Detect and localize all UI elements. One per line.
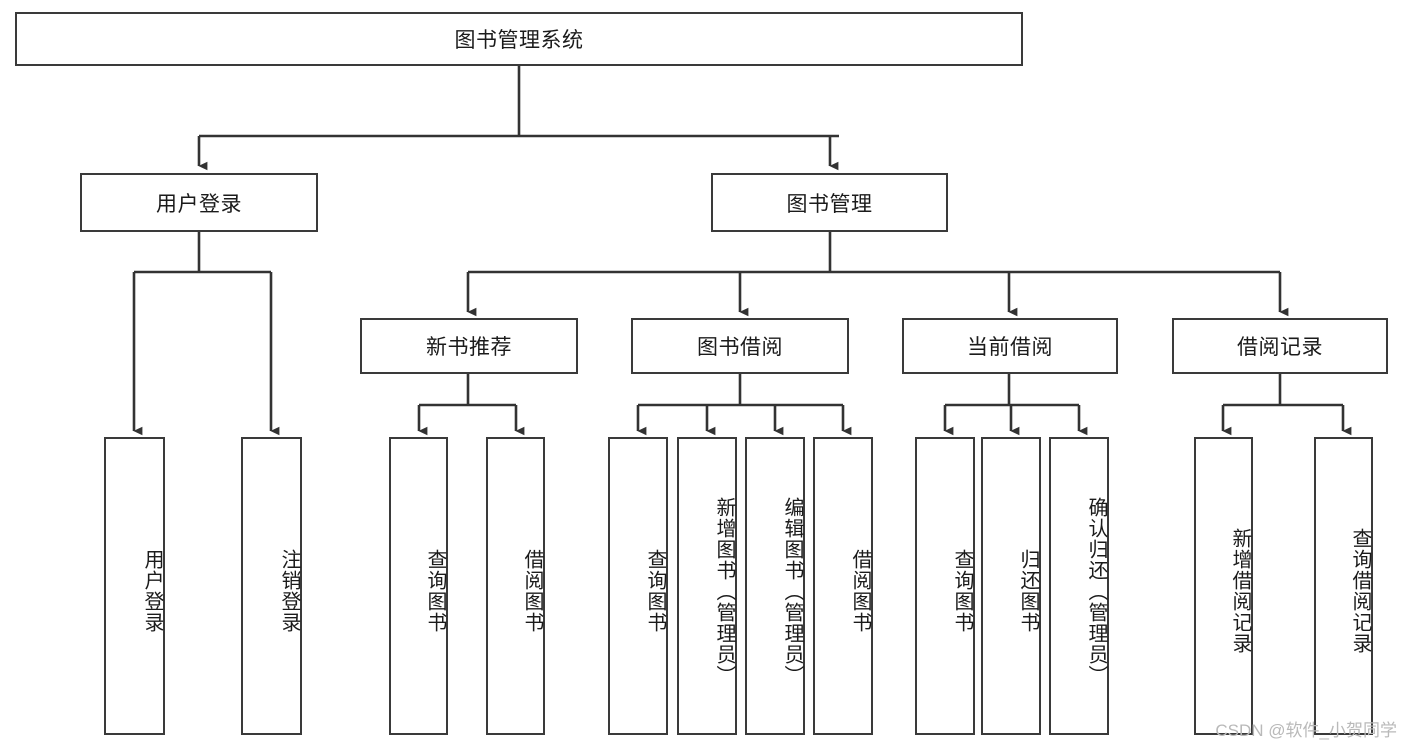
- node-query-book-1[interactable]: 查询图书: [389, 437, 448, 735]
- node-query-book-3[interactable]: 查询图书: [915, 437, 975, 735]
- node-add-book[interactable]: 新增图书（管理员）: [677, 437, 737, 735]
- node-edit-book[interactable]: 编辑图书（管理员）: [745, 437, 805, 735]
- node-edit-book-label: 编辑图书（管理员）: [781, 496, 803, 686]
- node-book-manage[interactable]: 图书管理: [711, 173, 948, 232]
- node-user-login-label: 用户登录: [156, 192, 242, 216]
- node-add-borrow-record-label: 新增借阅记录: [1229, 528, 1251, 654]
- node-query-book-2[interactable]: 查询图书: [608, 437, 668, 735]
- node-query-book-3-label: 查询图书: [951, 549, 973, 633]
- node-new-book-recommend-label: 新书推荐: [426, 336, 512, 359]
- node-borrow-book-2-label: 借阅图书: [849, 549, 871, 633]
- node-query-borrow-record[interactable]: 查询借阅记录: [1314, 437, 1373, 735]
- node-confirm-return-label: 确认归还（管理员）: [1085, 496, 1107, 686]
- node-user-logout-label: 注销登录: [278, 549, 300, 633]
- node-user-login-do[interactable]: 用户登录: [104, 437, 165, 735]
- node-query-book-1-label: 查询图书: [424, 549, 446, 633]
- node-return-book-label: 归还图书: [1017, 549, 1039, 633]
- node-user-logout[interactable]: 注销登录: [241, 437, 302, 735]
- node-user-login[interactable]: 用户登录: [80, 173, 318, 232]
- node-book-borrow-label: 图书借阅: [697, 336, 783, 359]
- node-borrow-book-1-label: 借阅图书: [521, 549, 543, 633]
- node-return-book[interactable]: 归还图书: [981, 437, 1041, 735]
- node-borrow-record-label: 借阅记录: [1237, 336, 1323, 359]
- node-root[interactable]: 图书管理系统: [15, 12, 1023, 66]
- node-current-borrow-label: 当前借阅: [967, 336, 1053, 359]
- node-query-borrow-record-label: 查询借阅记录: [1349, 528, 1371, 654]
- node-book-borrow[interactable]: 图书借阅: [631, 318, 849, 374]
- node-borrow-record[interactable]: 借阅记录: [1172, 318, 1388, 374]
- node-user-login-do-label: 用户登录: [141, 549, 163, 633]
- node-confirm-return[interactable]: 确认归还（管理员）: [1049, 437, 1109, 735]
- node-add-book-label: 新增图书（管理员）: [713, 496, 735, 686]
- node-book-manage-label: 图书管理: [786, 192, 873, 216]
- node-add-borrow-record[interactable]: 新增借阅记录: [1194, 437, 1253, 735]
- node-root-label: 图书管理系统: [454, 29, 584, 52]
- node-current-borrow[interactable]: 当前借阅: [902, 318, 1118, 374]
- node-borrow-book-2[interactable]: 借阅图书: [813, 437, 873, 735]
- node-query-book-2-label: 查询图书: [644, 549, 666, 633]
- node-new-book-recommend[interactable]: 新书推荐: [360, 318, 578, 374]
- node-borrow-book-1[interactable]: 借阅图书: [486, 437, 545, 735]
